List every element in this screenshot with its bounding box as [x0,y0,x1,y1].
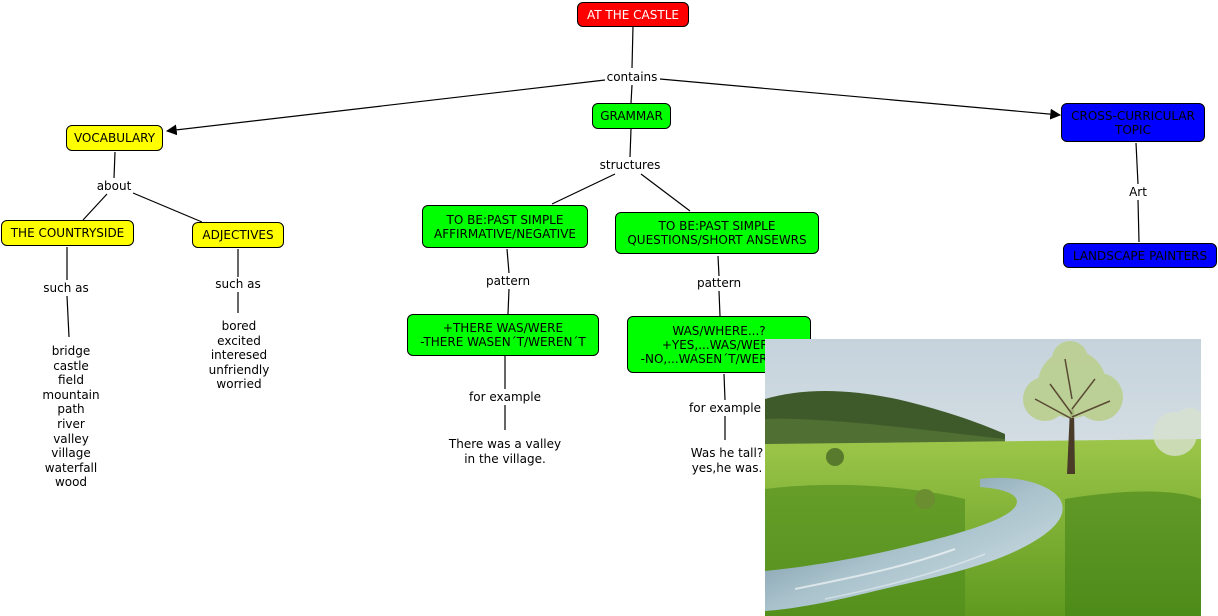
landscape-photo [765,339,1201,616]
edge-questions-pattern [717,255,720,277]
link-art: Art [1128,185,1148,199]
adjective-word-list: bored excited interesed unfriendly worri… [208,319,270,392]
edge-contains-vocabulary [165,79,606,136]
edge-art-painters [1137,199,1140,243]
edge-suchas-words [66,295,70,338]
link-for-example-1: for example [468,390,542,404]
edge-grammar-structures [629,128,632,158]
countryside-word-list: bridge castle field mountain path river … [42,344,100,490]
node-cross-curricular-topic[interactable]: CROSS-CURRICULAR TOPIC [1061,103,1205,142]
example-sentence-2: Was he tall? yes,he was. [690,446,764,475]
node-at-the-castle[interactable]: AT THE CASTLE [577,2,689,27]
edge-structures-questions [640,173,691,212]
node-the-countryside[interactable]: THE COUNTRYSIDE [1,220,134,246]
example-sentence-1: There was a valley in the village. [448,437,562,466]
edge-pattern-waswhere [718,290,721,317]
link-pattern-affirmative: pattern [484,274,532,288]
edge-affirmative-pattern [506,248,510,274]
link-contains: contains [605,70,659,84]
link-structures: structures [598,158,662,172]
link-such-as-countryside: such as [42,281,90,295]
link-such-as-adjectives: such as [214,277,262,291]
node-landscape-painters[interactable]: LANDSCAPE PAINTERS [1063,243,1217,268]
link-for-example-2: for example [688,401,762,415]
node-past-simple-questions[interactable]: TO BE:PAST SIMPLE QUESTIONS/SHORT ANSEWR… [615,212,819,254]
edge-structures-affirmative [551,173,616,205]
edge-root-contains [631,25,634,69]
edge-contains-grammar [630,84,633,104]
edge-pattern-therewas [507,288,510,315]
link-pattern-questions: pattern [695,276,743,290]
node-adjectives[interactable]: ADJECTIVES [192,222,284,248]
edge-waswhere-forexample [723,373,726,401]
node-grammar[interactable]: GRAMMAR [592,103,671,129]
node-past-simple-affirmative[interactable]: TO BE:PAST SIMPLE AFFIRMATIVE/NEGATIVE [422,205,588,248]
edge-contains-topic [659,78,1062,120]
node-there-was-were[interactable]: +THERE WAS/WERE -THERE WASEN´T/WEREN´T [407,314,599,356]
node-vocabulary[interactable]: VOCABULARY [66,125,163,151]
edge-topic-art [1135,142,1139,185]
link-about: about [95,179,133,193]
edge-about-adjectives [132,192,203,223]
edge-vocabulary-about [113,151,116,179]
edge-about-countryside [82,193,108,221]
